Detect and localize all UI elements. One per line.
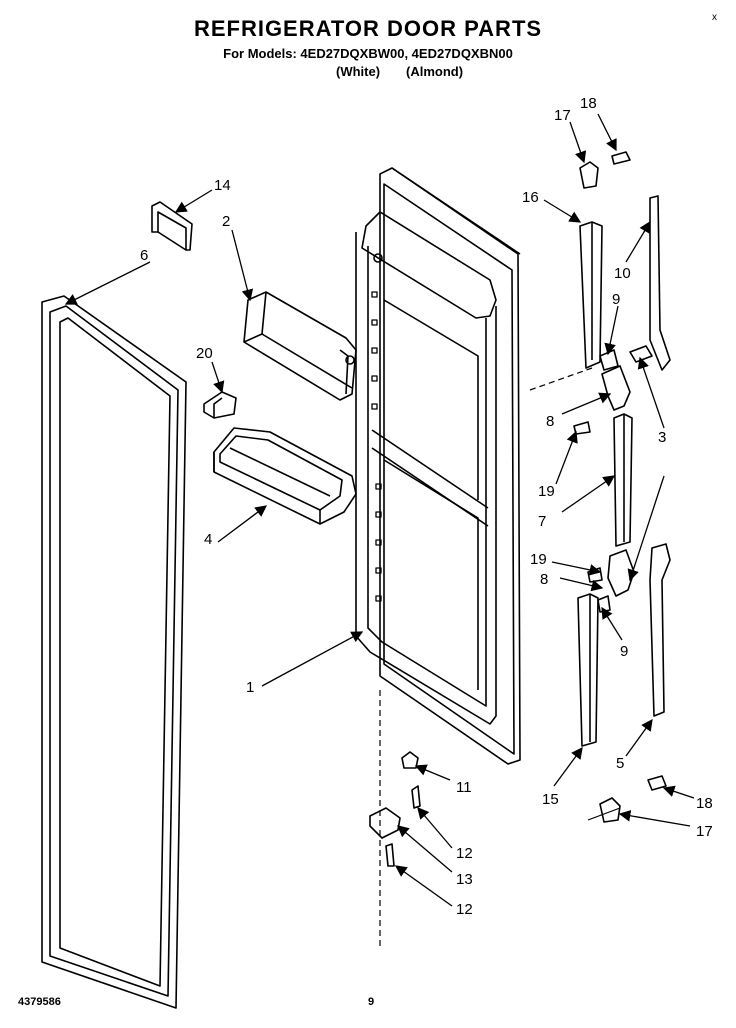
variant-white: (White) (336, 64, 381, 79)
top-trim-part (579, 221, 603, 369)
callout-4: 4 (204, 531, 212, 548)
callout-17-bottom: 17 (696, 823, 713, 840)
callout-2: 2 (222, 213, 230, 230)
callout-5: 5 (616, 755, 624, 772)
callout-9-upper: 9 (612, 291, 620, 308)
callout-20: 20 (196, 345, 213, 362)
bracket-part (151, 201, 193, 251)
callout-8-upper: 8 (546, 413, 554, 430)
callout-8-lower: 8 (540, 571, 548, 588)
bottom-hinge-hardware (369, 751, 421, 867)
seal-strip-top (649, 195, 671, 371)
callout-15: 15 (542, 791, 559, 808)
callout-12-lower: 12 (456, 901, 473, 918)
corner-mark: x (712, 12, 717, 23)
lower-hinge-part (587, 549, 635, 613)
door-gasket-part (41, 295, 187, 1009)
page-number: 9 (368, 996, 375, 1008)
door-bin-part (213, 427, 357, 525)
leader-lines (64, 113, 695, 907)
callout-labels: 14 2 6 20 4 1 17 18 16 10 9 8 3 19 7 19 … (140, 95, 713, 918)
page-title: REFRIGERATOR DOOR PARTS (193, 16, 543, 41)
callout-6: 6 (140, 247, 148, 264)
callout-14: 14 (214, 177, 231, 194)
callout-19-upper: 19 (538, 483, 555, 500)
top-cap-part (579, 151, 631, 189)
seal-strip-bottom (649, 543, 671, 717)
callout-13: 13 (456, 871, 473, 888)
document-number: 4379586 (18, 996, 61, 1008)
door-liner-part (355, 167, 521, 765)
callout-7: 7 (538, 513, 546, 530)
shelf-cover-part (243, 291, 357, 401)
callout-10: 10 (614, 265, 631, 282)
variant-almond: (Almond) (406, 64, 464, 79)
callout-17-top: 17 (554, 107, 571, 124)
models-line: For Models: 4ED27DQXBW00, 4ED27DQXBN00 (223, 46, 513, 61)
callout-9-lower: 9 (620, 643, 628, 660)
callout-3: 3 (658, 429, 666, 446)
callout-18-top: 18 (580, 95, 597, 112)
clip-part (203, 391, 237, 419)
bottom-trim-part (577, 593, 599, 747)
callout-18-bottom: 18 (696, 795, 713, 812)
middle-trim-part (613, 413, 633, 547)
callout-16: 16 (522, 189, 539, 206)
callout-11: 11 (456, 779, 472, 796)
callout-12-upper: 12 (456, 845, 473, 862)
liner-holes (371, 291, 382, 602)
callout-19-lower: 19 (530, 551, 547, 568)
callout-1: 1 (246, 679, 254, 696)
